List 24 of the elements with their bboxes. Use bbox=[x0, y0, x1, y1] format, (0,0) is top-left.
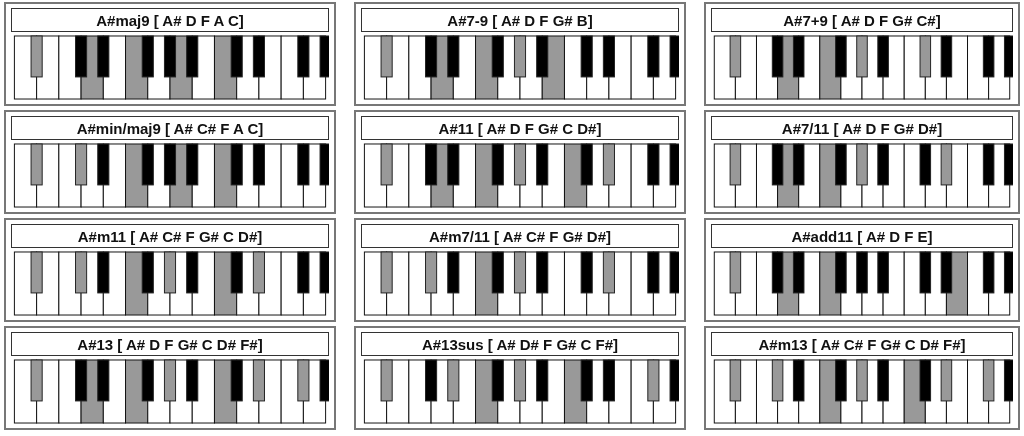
chord-card bbox=[4, 2, 336, 106]
chord-title: A#m11 [ A# C# F G# C D#] bbox=[11, 224, 329, 248]
chord-card bbox=[704, 218, 1020, 322]
chord-title: A#7-9 [ A# D F G# B] bbox=[361, 8, 679, 32]
chord-card bbox=[704, 2, 1020, 106]
chord-title: A#7+9 [ A# D F G# C#] bbox=[711, 8, 1013, 32]
chord-card bbox=[354, 218, 686, 322]
chord-title: A#add11 [ A# D F E] bbox=[711, 224, 1013, 248]
chord-title: A#m7/11 [ A# C# F G# D#] bbox=[361, 224, 679, 248]
chord-card bbox=[354, 2, 686, 106]
chord-card bbox=[354, 326, 686, 430]
chord-title: A#11 [ A# D F G# C D#] bbox=[361, 116, 679, 140]
chord-title: A#13 [ A# D F G# C D# F#] bbox=[11, 332, 329, 356]
chord-title: A#m13 [ A# C# F G# C D# F#] bbox=[711, 332, 1013, 356]
chord-card bbox=[354, 110, 686, 214]
chord-card bbox=[704, 326, 1020, 430]
chord-card bbox=[4, 326, 336, 430]
chord-title: A#7/11 [ A# D F G# D#] bbox=[711, 116, 1013, 140]
chord-card bbox=[704, 110, 1020, 214]
chord-title: A#13sus [ A# D# F G# C F#] bbox=[361, 332, 679, 356]
chord-title: A#min/maj9 [ A# C# F A C] bbox=[11, 116, 329, 140]
chord-card bbox=[4, 218, 336, 322]
chord-title: A#maj9 [ A# D F A C] bbox=[11, 8, 329, 32]
chord-card bbox=[4, 110, 336, 214]
